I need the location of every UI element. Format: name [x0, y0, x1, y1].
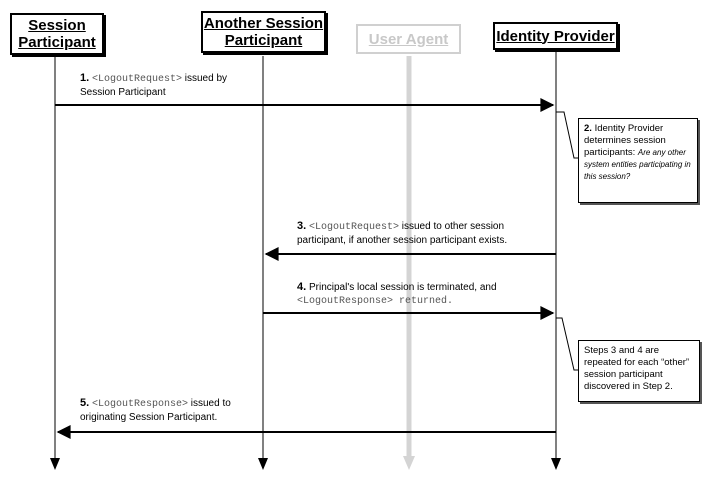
step-4-label: 4. Principal's local session is terminat… [297, 281, 547, 308]
actor-user-agent: User Agent [356, 24, 461, 54]
note-connector-repeat [556, 317, 578, 371]
repeat-note: Steps 3 and 4 are repeated for each “oth… [578, 340, 700, 402]
step-2-number: 2. [584, 123, 592, 134]
step-1-number: 1. [80, 72, 90, 84]
step-4-code: <LogoutResponse> returned. [297, 296, 454, 307]
step-1-text-a: issued by [181, 73, 228, 84]
step-3-text-b: participant, if another session particip… [297, 235, 508, 246]
actor-user-agent-label: User Agent [368, 30, 449, 48]
step-2-note: 2. Identity Provider determines session … [578, 118, 698, 203]
repeat-note-text: Steps 3 and 4 are repeated for each “oth… [584, 345, 690, 392]
step-5-text-a: issued to [187, 398, 231, 409]
step-5-code: <LogoutResponse> [91, 399, 188, 410]
step-3-number: 3. [297, 220, 307, 232]
lifeline-end-session-participant [50, 458, 60, 470]
actor-session-participant: Session Participant [10, 13, 104, 55]
actor-another-session-participant-line1: Another Session [203, 15, 324, 32]
actor-another-session-participant: Another Session Participant [201, 11, 326, 53]
actor-another-session-participant-line2: Participant [224, 32, 303, 49]
lifeline-end-user-agent [403, 456, 415, 470]
lifeline-end-another-session-participant [258, 458, 268, 470]
note-connector-2 [556, 111, 578, 159]
step-3-code: <LogoutRequest> [308, 222, 399, 233]
actor-session-participant-line2: Participant [18, 34, 96, 51]
actor-identity-provider-label: Identity Provider [496, 27, 615, 45]
actor-identity-provider: Identity Provider [493, 22, 618, 50]
step-5-text-b: originating Session Participant. [80, 412, 218, 423]
step-3-text-a: issued to other session [398, 221, 505, 232]
step-2-question: Are any other system entities participat… [584, 148, 691, 181]
step-3-label: 3. <LogoutRequest> issued to other sessi… [297, 220, 547, 247]
step-4-text-a: Principal's local session is terminated,… [306, 282, 497, 293]
step-1-text-b: Session Participant [80, 87, 166, 98]
step-2-text: Identity Provider determines session par… [584, 123, 666, 158]
step-5-label: 5. <LogoutResponse> issued to originatin… [80, 397, 300, 424]
step-5-number: 5. [80, 397, 90, 409]
step-1-label: 1. <LogoutRequest> issued by Session Par… [80, 72, 280, 99]
lifeline-end-identity-provider [551, 458, 561, 470]
step-4-number: 4. [297, 281, 307, 293]
step-1-code: <LogoutRequest> [91, 74, 182, 85]
actor-session-participant-line1: Session [28, 17, 86, 34]
